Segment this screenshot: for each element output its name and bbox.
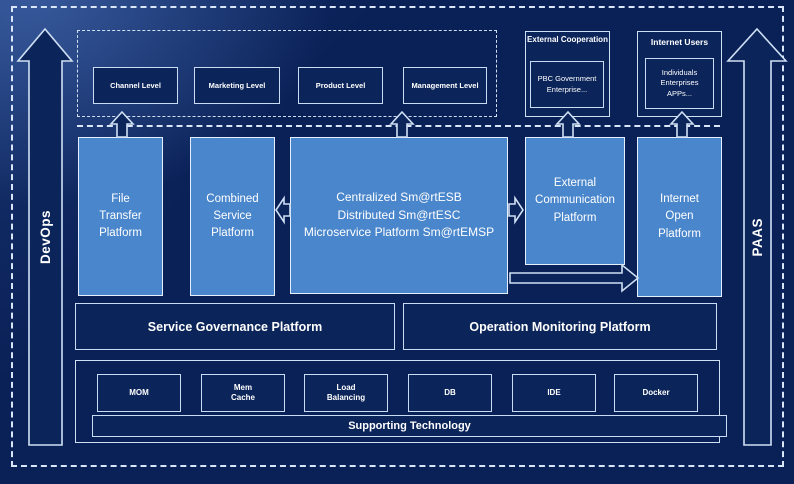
tech-label: DB: [444, 387, 456, 397]
platform-label-line: External: [553, 177, 597, 190]
platform-label-line: File: [111, 192, 130, 205]
tech-box-mom: MOM: [97, 374, 181, 412]
operation-monitoring-platform-box: Operation Monitoring Platform: [403, 303, 717, 350]
platform-label-line: Service: [213, 209, 252, 222]
right-arrow-icon: [508, 195, 524, 225]
levels-dashed-container: [77, 30, 497, 117]
internet-users-members-box: Individuals Enterprises APPs...: [645, 58, 714, 109]
tech-label: Mem Cache: [230, 382, 255, 402]
external-cooperation-members: PBC Government Enterprise...: [537, 74, 597, 94]
channel-level-label: Channel Level: [110, 81, 161, 90]
combined-service-platform-box: Combined Service Platform: [190, 137, 275, 296]
technology-container: [75, 360, 720, 443]
tech-label: IDE: [547, 387, 561, 397]
file-transfer-platform-box: File Transfer Platform: [78, 137, 163, 296]
paas-up-arrow-icon: [726, 27, 788, 447]
diagram-outer-boundary: [11, 6, 784, 467]
up-arrow-icon: [389, 110, 415, 138]
flow-right-arrow-icon: [509, 263, 640, 293]
platform-label-line: Combined: [206, 192, 259, 205]
paas-label: PAAS: [750, 218, 765, 257]
devops-up-arrow-icon: [16, 27, 74, 447]
platform-label-line: Internet: [660, 193, 699, 206]
marketing-level-label: Marketing Level: [208, 81, 266, 90]
operation-monitoring-label: Operation Monitoring Platform: [469, 319, 651, 334]
platform-label-line: Distributed Sm@rtESC: [337, 207, 461, 222]
product-level-box: Product Level: [298, 67, 383, 104]
up-arrow-icon: [555, 110, 581, 138]
service-governance-platform-box: Service Governance Platform: [75, 303, 395, 350]
management-level-box: Management Level: [403, 67, 487, 104]
service-governance-label: Service Governance Platform: [147, 319, 323, 334]
supporting-technology-bar: Supporting Technology: [92, 415, 727, 437]
internet-users-members: Individuals Enterprises APPs...: [660, 68, 699, 98]
external-cooperation-members-box: PBC Government Enterprise...: [530, 61, 604, 108]
tech-box-mem-cache: Mem Cache: [201, 374, 285, 412]
tech-box-ide: IDE: [512, 374, 596, 412]
devops-rail: DevOps: [16, 28, 74, 447]
platform-label-line: Platform: [553, 211, 597, 224]
up-arrow-icon: [109, 110, 135, 138]
platform-label-line: Centralized Sm@rtESB: [336, 189, 462, 204]
central-esb-platform-box: Centralized Sm@rtESB Distributed Sm@rtES…: [290, 137, 508, 294]
tech-box-load-balancing: Load Balancing: [304, 374, 388, 412]
paas-rail: PAAS: [727, 28, 788, 447]
left-arrow-icon: [275, 195, 291, 225]
external-cooperation-title: External Cooperation: [527, 35, 608, 44]
platform-label-line: Transfer: [99, 209, 142, 222]
platform-label-line: Platform: [658, 227, 701, 240]
platform-label-line: Communication: [535, 194, 615, 207]
internet-users-box: Internet Users Individuals Enterprises A…: [637, 31, 722, 117]
external-cooperation-box: External Cooperation PBC Government Ente…: [525, 31, 610, 117]
marketing-level-box: Marketing Level: [194, 67, 280, 104]
management-level-label: Management Level: [411, 81, 479, 90]
tech-label: Load Balancing: [326, 382, 366, 402]
channel-level-box: Channel Level: [93, 67, 178, 104]
supporting-technology-label: Supporting Technology: [348, 420, 471, 432]
tech-box-db: DB: [408, 374, 492, 412]
platform-label-line: Platform: [211, 227, 254, 240]
platform-label-line: Microservice Platform Sm@rtEMSP: [303, 225, 495, 240]
tech-label: MOM: [129, 387, 149, 397]
internet-users-title: Internet Users: [650, 37, 709, 47]
tech-box-docker: Docker: [614, 374, 698, 412]
up-arrow-icon: [669, 110, 695, 138]
platform-label-line: Open: [665, 210, 694, 223]
product-level-label: Product Level: [315, 81, 366, 90]
tech-label: Docker: [642, 387, 670, 397]
devops-label: DevOps: [37, 210, 53, 265]
platform-label-line: Platform: [99, 227, 142, 240]
external-communication-platform-box: External Communication Platform: [525, 137, 625, 265]
internet-open-platform-box: Internet Open Platform: [637, 137, 722, 297]
